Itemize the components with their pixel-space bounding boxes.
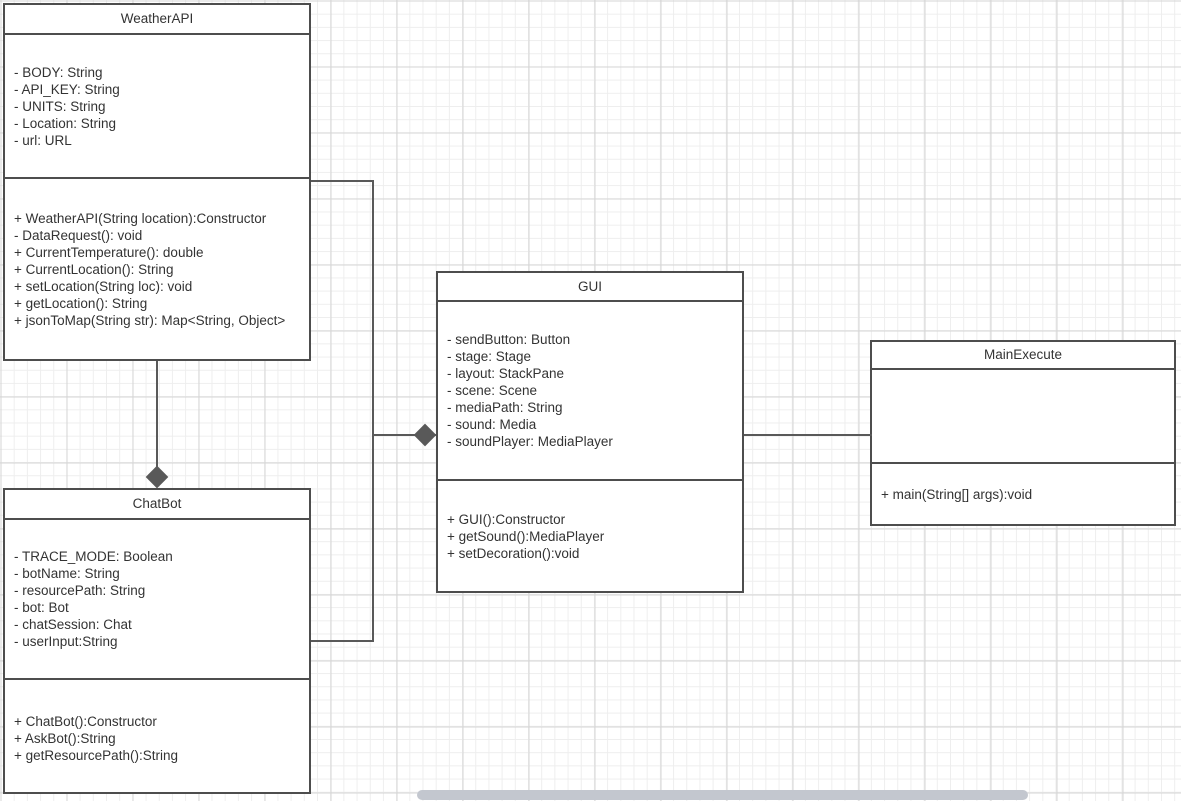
uml-method: + main(String[] args):void — [881, 486, 1033, 502]
uml-method: + getResourcePath():String — [14, 747, 178, 763]
uml-method: + CurrentTemperature(): double — [14, 244, 204, 260]
uml-attribute: - stage: Stage — [447, 349, 532, 364]
uml-method: + getSound():MediaPlayer — [447, 528, 605, 544]
uml-attribute: - url: URL — [14, 132, 72, 148]
uml-attribute: - TRACE_MODE: Boolean — [14, 549, 173, 564]
horizontal-scrollbar-track[interactable] — [0, 789, 1181, 801]
uml-attribute: - botName: String — [14, 566, 120, 581]
uml-class-title-weatherapi: WeatherAPI — [5, 5, 309, 35]
uml-method: + setDecoration():void — [447, 545, 580, 561]
connector-weatherapi-gui-segment-1[interactable] — [311, 180, 374, 182]
uml-method: + getLocation(): String — [14, 295, 148, 311]
uml-attribute: - resourcePath: String — [14, 583, 146, 598]
uml-class-title-chatbot: ChatBot — [5, 490, 309, 520]
uml-attributes-gui: - sendButton: Button - stage: Stage - la… — [438, 302, 742, 479]
connector-weatherapi-gui-segment-2[interactable] — [372, 180, 374, 435]
uml-attribute: - sound: Media — [447, 417, 537, 432]
uml-method: + WeatherAPI(String location):Constructo… — [14, 210, 267, 226]
uml-class-mainexecute[interactable]: MainExecute + main(String[] args):void — [870, 340, 1176, 526]
uml-methods-weatherapi: + WeatherAPI(String location):Constructo… — [5, 177, 309, 359]
uml-attribute: - API_KEY: String — [14, 81, 120, 97]
connector-chatbot-gui-segment-1[interactable] — [311, 640, 374, 642]
uml-attribute: - scene: Scene — [447, 383, 538, 398]
uml-method: + jsonToMap(String str): Map<String, Obj… — [14, 312, 286, 328]
uml-class-title-gui: GUI — [438, 273, 742, 302]
uml-attribute: - sendButton: Button — [447, 332, 571, 347]
uml-attributes-chatbot: - TRACE_MODE: Boolean - botName: String … — [5, 520, 309, 678]
uml-attribute: - UNITS: String — [14, 98, 106, 114]
connector-to-gui-segment[interactable] — [372, 434, 436, 436]
uml-attribute: - layout: StackPane — [447, 366, 565, 381]
uml-methods-chatbot: + ChatBot():Constructor + AskBot():Strin… — [5, 678, 309, 796]
uml-attribute: - BODY: String — [14, 64, 103, 80]
uml-attribute: - Location: String — [14, 115, 117, 131]
uml-attribute: - chatSession: Chat — [14, 617, 132, 632]
uml-method: - DataRequest(): void — [14, 227, 143, 243]
connector-chatbot-gui-segment-2[interactable] — [372, 435, 374, 642]
uml-method: + AskBot():String — [14, 730, 116, 746]
composition-diamond-chatbot — [145, 465, 169, 489]
uml-attribute: - soundPlayer: MediaPlayer — [447, 434, 613, 449]
connector-gui-mainexecute[interactable] — [744, 434, 872, 436]
horizontal-scrollbar-thumb[interactable] — [417, 790, 1028, 800]
uml-attributes-weatherapi: - BODY: String - API_KEY: String - UNITS… — [5, 35, 309, 177]
uml-method: + setLocation(String loc): void — [14, 278, 193, 294]
uml-methods-mainexecute: + main(String[] args):void — [872, 462, 1174, 524]
uml-method: + ChatBot():Constructor — [14, 713, 157, 729]
uml-method: + CurrentLocation(): String — [14, 261, 174, 277]
connector-weatherapi-chatbot[interactable] — [156, 361, 158, 478]
uml-attribute: - userInput:String — [14, 634, 118, 649]
uml-class-chatbot[interactable]: ChatBot - TRACE_MODE: Boolean - botName:… — [3, 488, 311, 794]
uml-class-weatherapi[interactable]: WeatherAPI - BODY: String - API_KEY: Str… — [3, 3, 311, 361]
uml-method: + GUI():Constructor — [447, 511, 566, 527]
uml-attributes-mainexecute — [872, 370, 1174, 462]
uml-attribute: - bot: Bot — [14, 600, 69, 615]
uml-class-title-mainexecute: MainExecute — [872, 342, 1174, 370]
uml-attribute: - mediaPath: String — [447, 400, 563, 415]
uml-methods-gui: + GUI():Constructor + getSound():MediaPl… — [438, 479, 742, 591]
composition-diamond-gui — [413, 423, 437, 447]
uml-class-gui[interactable]: GUI - sendButton: Button - stage: Stage … — [436, 271, 744, 593]
